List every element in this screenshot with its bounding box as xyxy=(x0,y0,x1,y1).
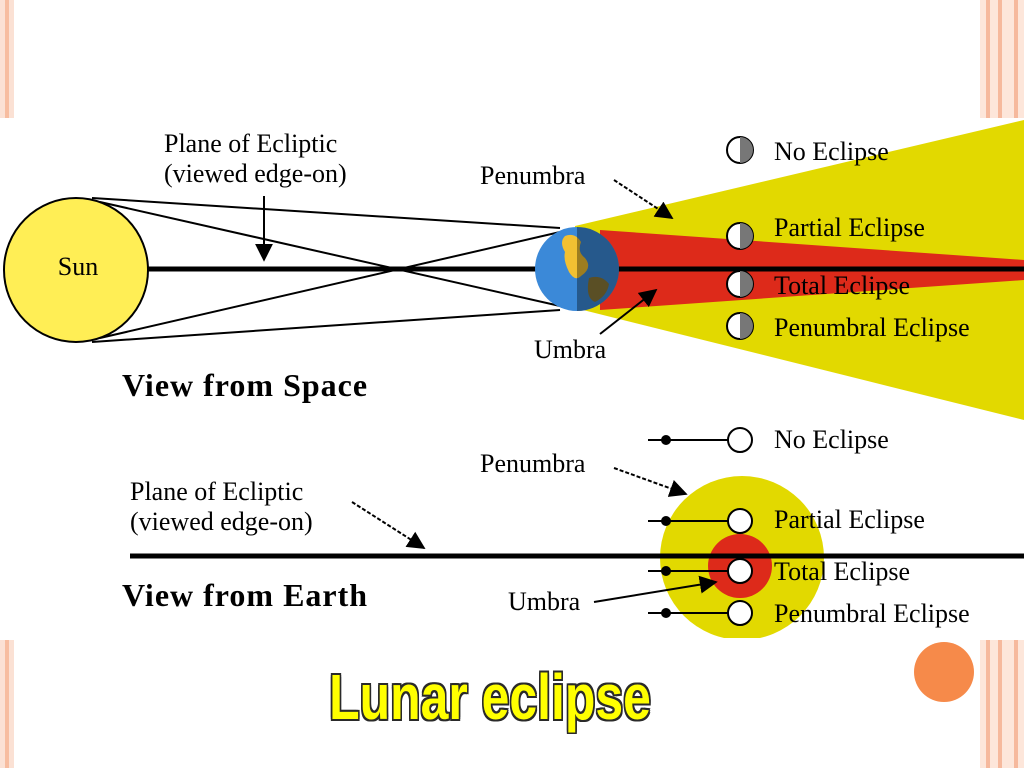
orange-dot-decoration xyxy=(914,642,974,702)
earth-icon xyxy=(535,227,619,311)
space-ecliptic-label-1: Plane of Ecliptic xyxy=(164,129,337,158)
slide-title: Lunar eclipse xyxy=(329,661,651,733)
space-moon-no-eclipse xyxy=(726,136,754,164)
right-stripe-top xyxy=(980,0,1024,118)
space-moon-label-3: Penumbral Eclipse xyxy=(774,313,970,342)
space-moon-partial xyxy=(726,222,754,250)
earth-ecliptic-arrow xyxy=(351,501,426,549)
earth-view-heading: View from Earth xyxy=(122,577,368,613)
earth-moon-label-2: Total Eclipse xyxy=(774,557,910,586)
earth-umbra-arrow xyxy=(593,575,718,603)
earth-moon-partial xyxy=(727,508,753,534)
space-umbra-label: Umbra xyxy=(534,335,607,364)
eclipse-diagram: Sun Plane of Ecliptic (viewed edge-on) P… xyxy=(3,120,1024,638)
earth-penumbra-arrow xyxy=(613,467,688,497)
space-moon-label-2: Total Eclipse xyxy=(774,271,910,300)
left-stripe-bottom-inner xyxy=(5,640,9,768)
earth-umbra-label: Umbra xyxy=(508,587,581,616)
space-penumbra-label: Penumbra xyxy=(480,161,586,190)
earth-moon-label-0: No Eclipse xyxy=(774,425,889,454)
space-view-heading: View from Space xyxy=(122,367,368,403)
space-umbra-arrow xyxy=(599,288,658,335)
earth-ecliptic-label-1: Plane of Ecliptic xyxy=(130,477,303,506)
earth-penumbra-label: Penumbra xyxy=(480,449,586,478)
earth-track-dots xyxy=(661,435,671,618)
earth-moon-label-3: Penumbral Eclipse xyxy=(774,599,970,628)
earth-moon-penumbral xyxy=(727,600,753,626)
earth-moon-label-1: Partial Eclipse xyxy=(774,505,925,534)
space-moon-label-0: No Eclipse xyxy=(774,137,889,166)
earth-moon-no-eclipse xyxy=(727,427,753,453)
earth-ecliptic-label-2: (viewed edge-on) xyxy=(130,507,313,536)
space-moon-total xyxy=(726,270,754,298)
sun-label: Sun xyxy=(58,252,98,281)
space-moon-penumbral xyxy=(726,312,754,340)
left-stripe-top-inner xyxy=(5,0,9,118)
sun-rays xyxy=(91,197,561,343)
earth-moon-total xyxy=(727,558,753,584)
space-penumbra-arrow xyxy=(613,179,674,219)
right-stripe-bottom xyxy=(980,640,1024,768)
space-ecliptic-label-2: (viewed edge-on) xyxy=(164,159,347,188)
space-moon-label-1: Partial Eclipse xyxy=(774,213,925,242)
